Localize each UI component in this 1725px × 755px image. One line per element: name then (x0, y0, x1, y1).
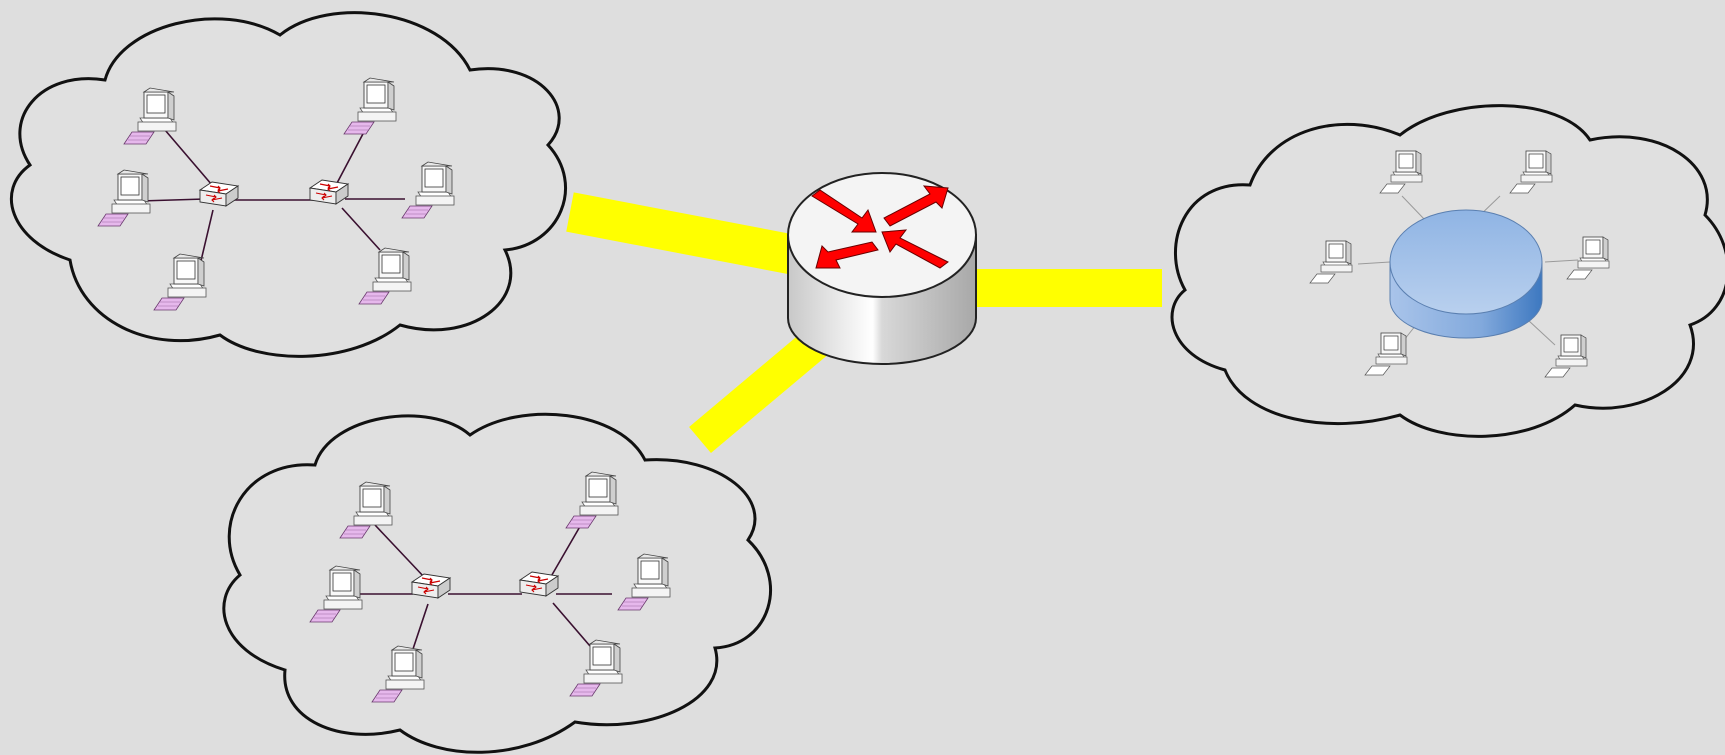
link-router-lan-1 (566, 192, 804, 276)
lan-3-devices (1309, 150, 1610, 378)
cloud-lan-1 (10, 11, 567, 358)
router-icon (787, 172, 977, 365)
link-router-lan-2 (689, 321, 836, 454)
router-arrows (811, 185, 949, 269)
database-disk-icon (1389, 209, 1543, 339)
lan-1-wiring (139, 129, 405, 266)
cloud-lan-2 (222, 412, 773, 754)
link-layer (566, 192, 1162, 454)
